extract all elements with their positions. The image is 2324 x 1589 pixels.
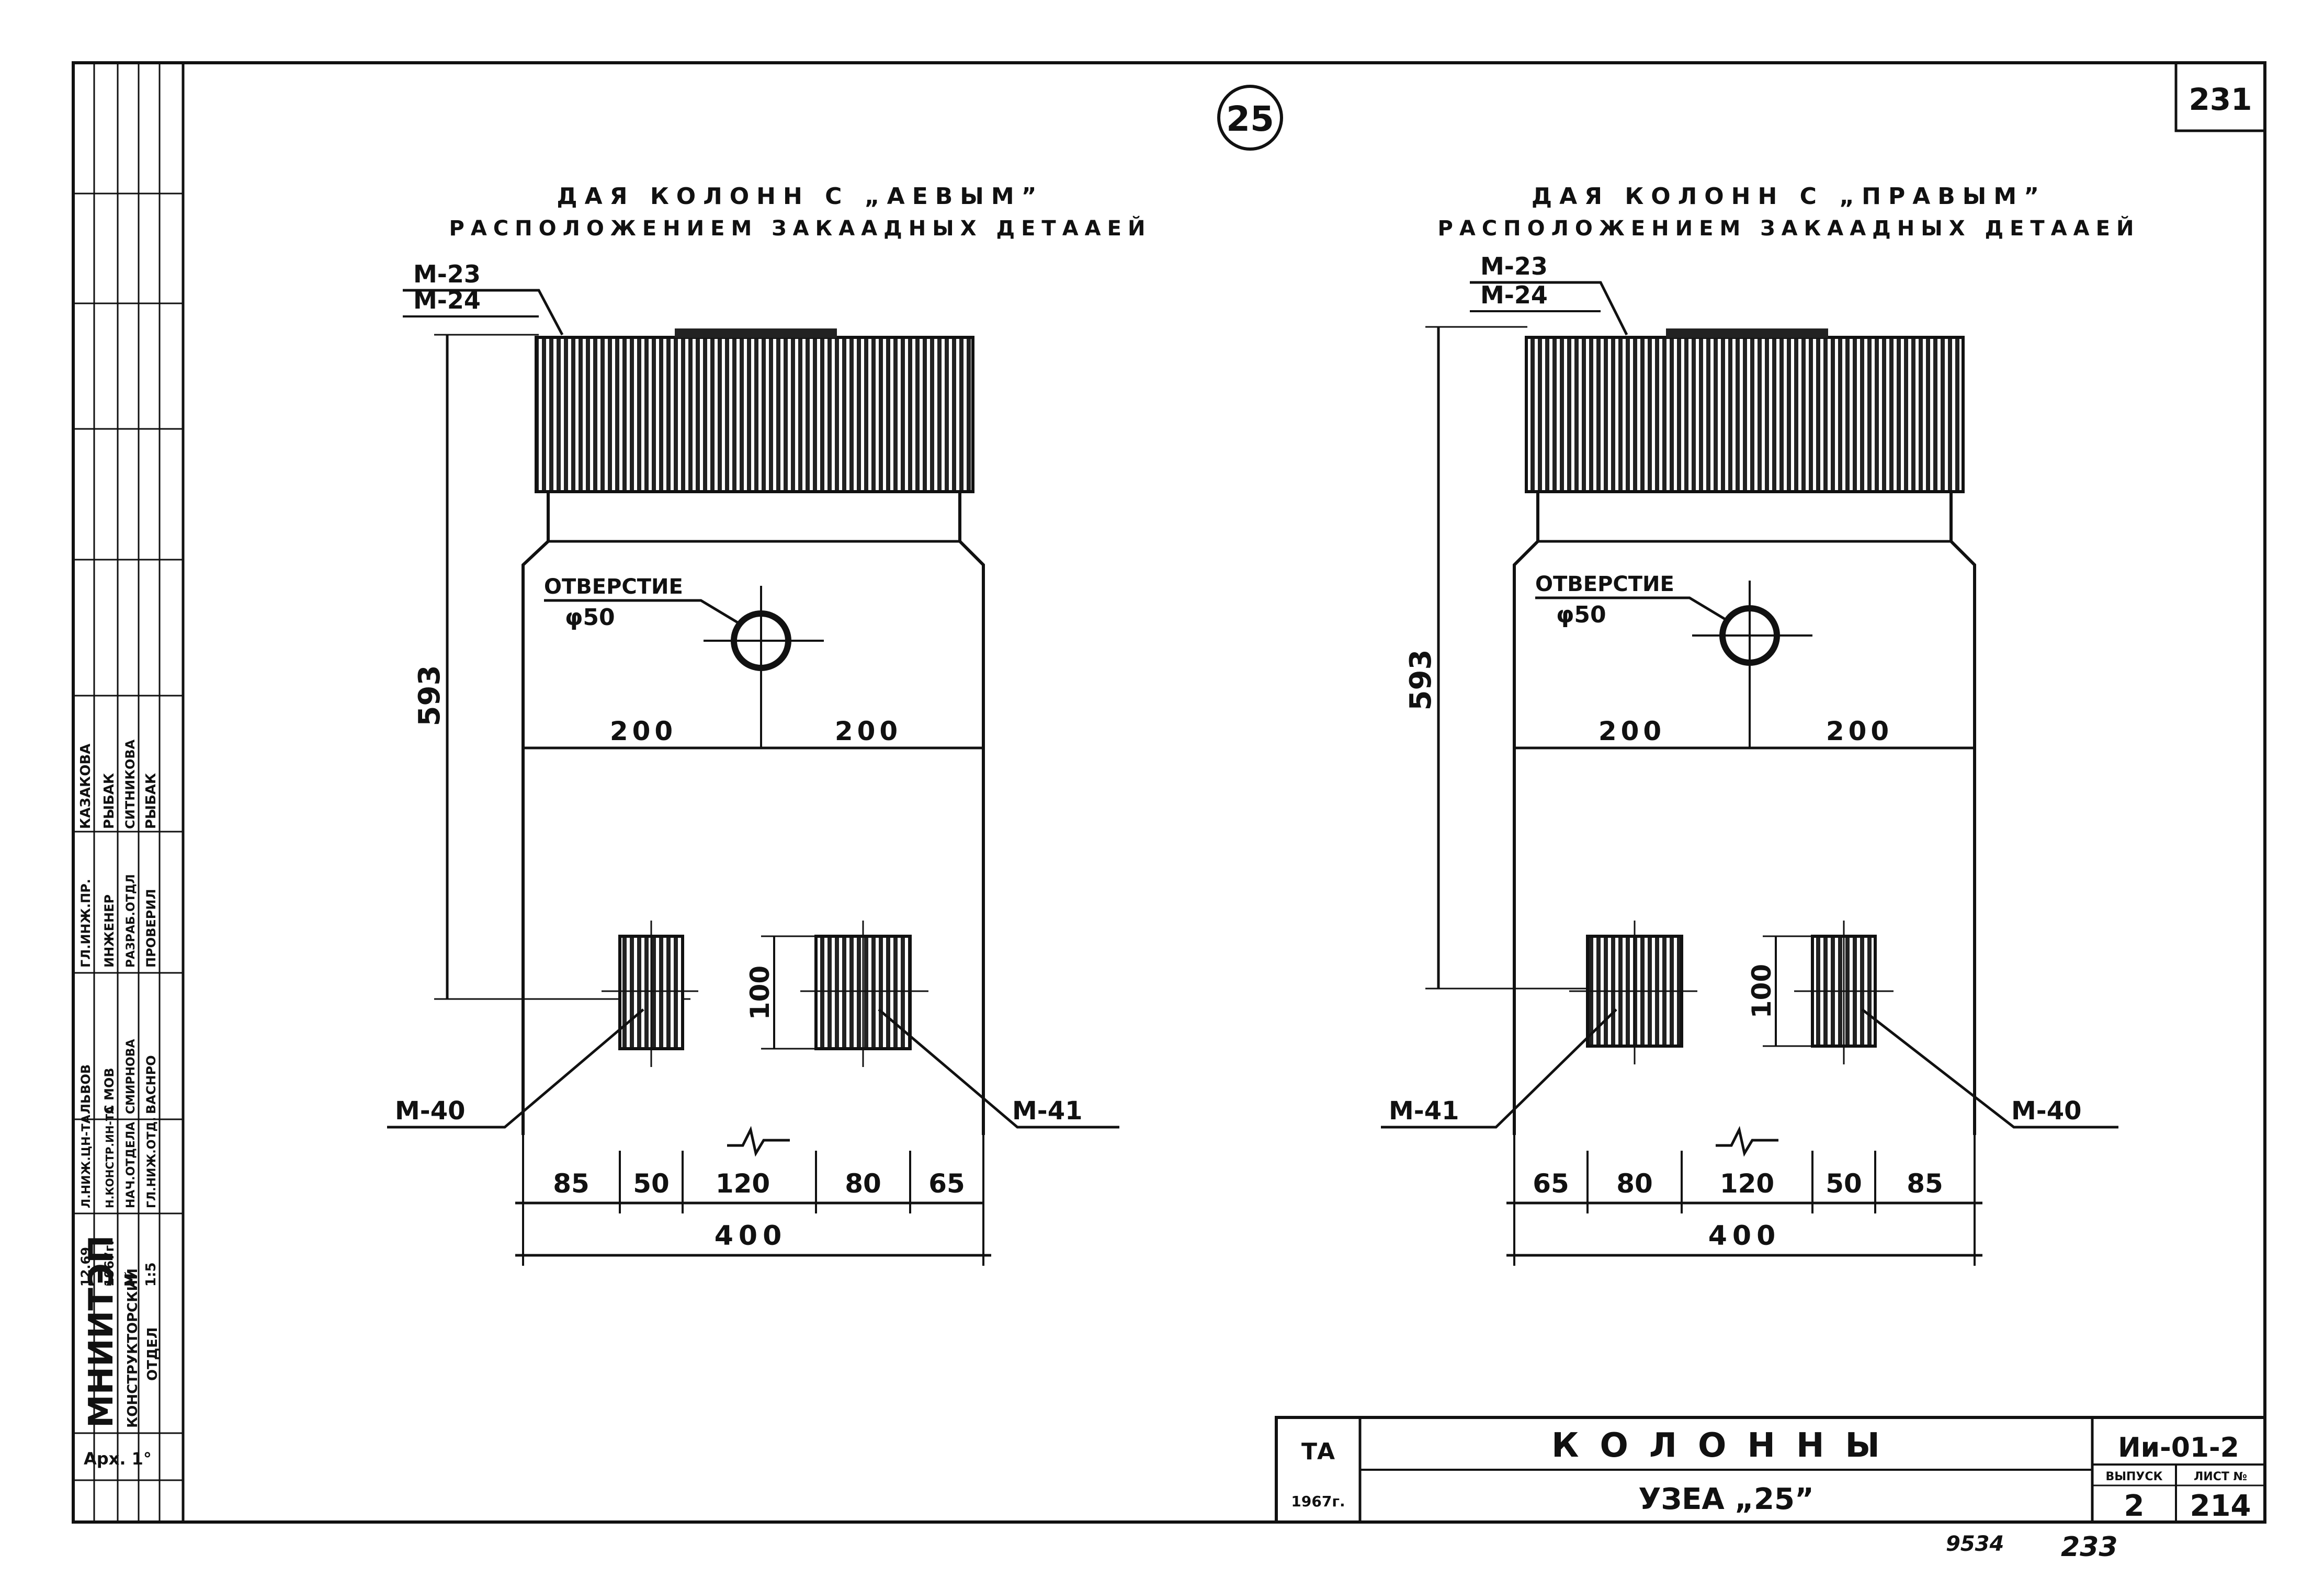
left-dim-b5: 65 xyxy=(928,1168,965,1199)
right-dim-b4: 50 xyxy=(1826,1168,1862,1199)
left-cap-hatch xyxy=(535,336,974,493)
right-dim-b1: 65 xyxy=(1533,1168,1569,1199)
title-issue: 2 xyxy=(2124,1489,2145,1523)
stamp-r1-c2: Л.НИЖ.ЦН-ТА xyxy=(80,1115,93,1208)
side-stamp: КАЗАКОВА ГЛ.ИНЖ.ПР. ЛЬВОВ Л.НИЖ.ЦН-ТА 12… xyxy=(72,61,185,1524)
stamp-r3-c2: НАЧ.ОТДЕЛА xyxy=(124,1122,138,1208)
right-dim-100: 100 xyxy=(1747,964,1777,1018)
title-year: 1967г. xyxy=(1291,1493,1345,1510)
left-hole-dia: φ50 xyxy=(565,604,615,631)
right-dim-b2: 80 xyxy=(1616,1168,1653,1199)
stamp-r4-c5: РЫБАК xyxy=(143,773,159,829)
stamp-institute: МНИИТЭП xyxy=(82,1235,121,1428)
bottom-number-1: 9534 xyxy=(1946,1532,2004,1556)
title-doc-code: Ии-01-2 xyxy=(2118,1432,2239,1463)
stamp-r2-c2: Н.КОНСТР.ИН-ТА xyxy=(104,1106,116,1208)
stamp-r1-c1: 12.69 xyxy=(78,1247,93,1287)
left-dim-b2: 50 xyxy=(633,1168,670,1199)
stamp-r3-c3: СМИРНОВА xyxy=(124,1039,138,1114)
stamp-r2-c5: РЫБАК xyxy=(101,773,117,829)
left-dim-100: 100 xyxy=(745,966,775,1020)
left-dim-200-a: 200 xyxy=(610,716,677,746)
right-dim-b5: 85 xyxy=(1907,1168,1943,1199)
stamp-r2-c4: ИНЖЕНЕР xyxy=(102,894,117,968)
title-issue-label: ВЫПУСК xyxy=(2105,1470,2162,1483)
left-dim-b3: 120 xyxy=(716,1168,770,1199)
stamp-r3-c4: РАЗРАБ.ОТДЛ xyxy=(124,874,138,968)
right-dim-200-a: 200 xyxy=(1599,716,1665,746)
title-org: ТА xyxy=(1301,1438,1335,1465)
right-dim-b3: 120 xyxy=(1720,1168,1774,1199)
left-cap-plate xyxy=(675,328,837,338)
right-title-1: ДАЯ КОЛОНН С „ПРАВЫМ” xyxy=(1532,183,2046,210)
node-marker-label: 25 xyxy=(1226,99,1274,139)
stamp-dept-2: ОТДЕЛ xyxy=(145,1327,161,1381)
left-title-1: ДАЯ КОЛОНН С „АЕВЫМ” xyxy=(557,183,1044,210)
stamp-r1-c3: ЛЬВОВ xyxy=(78,1064,93,1114)
right-cap-hatch xyxy=(1525,336,1965,493)
title-sheet: 214 xyxy=(2190,1489,2251,1523)
title-main: КОЛОННЫ xyxy=(1551,1426,1901,1465)
stamp-r1-c4: ГЛ.ИНЖ.ПР. xyxy=(78,879,93,968)
right-cap-plate xyxy=(1666,328,1828,338)
left-dim-b1: 85 xyxy=(553,1168,589,1199)
right-hole-dia: φ50 xyxy=(1556,601,1606,628)
title-block xyxy=(1275,1416,2266,1524)
left-dim-400: 400 xyxy=(715,1220,787,1252)
right-dim-200-b: 200 xyxy=(1826,716,1893,746)
title-sheet-label: ЛИСТ № xyxy=(2194,1470,2247,1483)
right-label-m24: М-24 xyxy=(1480,281,1548,309)
right-hole-label: ОТВЕРСТИЕ xyxy=(1535,572,1674,596)
stamp-r3-c5: СИТНИКОВА xyxy=(123,739,138,829)
bottom-number-2: 233 xyxy=(2061,1531,2118,1563)
stamp-r3-c1: М xyxy=(122,1273,138,1287)
stamp-r4-c3: ВАСНРО xyxy=(144,1055,158,1114)
right-dim-400: 400 xyxy=(1708,1220,1781,1252)
right-label-m41: М-41 xyxy=(1389,1096,1459,1126)
sheet-number: 231 xyxy=(2189,82,2252,117)
left-dim-b4: 80 xyxy=(845,1168,881,1199)
left-label-m41: М-41 xyxy=(1012,1096,1082,1126)
left-label-m40: М-40 xyxy=(395,1096,465,1126)
stamp-arch: Арх. 1° xyxy=(84,1449,152,1469)
left-label-m23: М-23 xyxy=(413,260,481,288)
right-dim-593: 593 xyxy=(1404,650,1438,711)
right-title-2: РАСПОЛОЖЕНИЕМ ЗАКААДНЫХ ДЕТААЕЙ xyxy=(1438,215,2140,241)
stamp-dept-1: КОНСТРУКТОРСКИЙ xyxy=(124,1268,141,1428)
right-view: ДАЯ КОЛОНН С „ПРАВЫМ” РАСПОЛОЖЕНИЕМ ЗАКА… xyxy=(1381,183,2140,1266)
stamp-r4-c2: ГЛ.НИЖ.ОТД. xyxy=(145,1117,158,1208)
stamp-r2-c1: 1967г. xyxy=(102,1241,117,1287)
left-view: ДАЯ КОЛОНН С „АЕВЫМ” РАСПОЛОЖЕНИЕМ ЗАКАА… xyxy=(387,183,1152,1266)
stamp-r1-c5: КАЗАКОВА xyxy=(78,744,94,829)
left-dim-593: 593 xyxy=(413,665,447,727)
right-label-m40: М-40 xyxy=(2011,1096,2081,1126)
left-title-2: РАСПОЛОЖЕНИЕМ ЗАКААДНЫХ ДЕТААЕЙ xyxy=(449,215,1152,241)
title-subtitle: УЗЕА „25” xyxy=(1638,1482,1814,1516)
left-dim-200-b: 200 xyxy=(835,716,902,746)
left-hole-label: ОТВЕРСТИЕ xyxy=(544,575,683,599)
stamp-r4-c4: ПРОВЕРИЛ xyxy=(144,889,158,968)
right-label-m23: М-23 xyxy=(1480,252,1548,280)
node-marker: 25 xyxy=(1217,85,1283,151)
stamp-r2-c3: С МОВ xyxy=(102,1068,117,1114)
sheet-frame xyxy=(72,61,2266,1524)
stamp-r4-c1: 1:5 xyxy=(143,1262,159,1287)
